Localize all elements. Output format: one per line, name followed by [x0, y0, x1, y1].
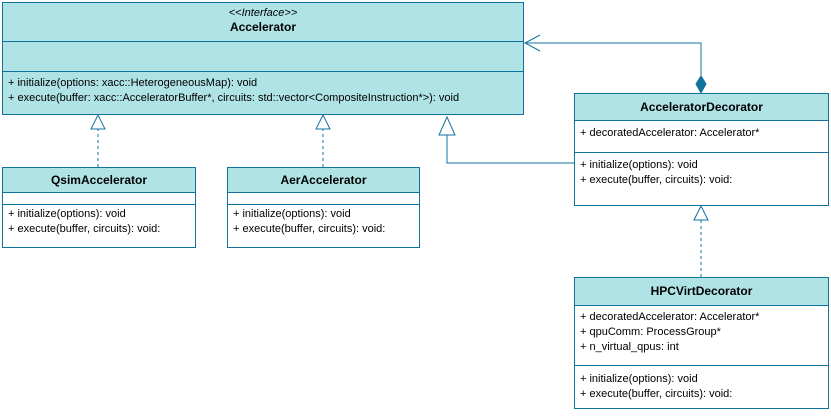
aer-accelerator-class: AerAccelerator + initialize(options): vo…	[227, 167, 420, 248]
aer-realization-arrowhead	[315, 113, 331, 130]
decorator-generalization-arrowhead	[438, 115, 456, 136]
qsim-accelerator-methods: + initialize(options): void + execute(bu…	[3, 205, 195, 239]
qsim-method-execute: + execute(buffer, circuits): void:	[8, 223, 161, 235]
aer-accelerator-class-name: AerAccelerator	[280, 173, 367, 187]
qsim-accelerator-class: QsimAccelerator + initialize(options): v…	[2, 167, 196, 248]
hpcvirt-decorator-class-name: HPCVirtDecorator	[650, 284, 753, 298]
accelerator-decorator-class-header: AcceleratorDecorator	[575, 94, 828, 121]
hpcvirt-decorator-class-header: HPCVirtDecorator	[575, 278, 828, 306]
accelerator-stereotype: <<Interface>>	[228, 7, 298, 19]
accelerator-class-header: <<Interface>> Accelerator	[3, 3, 523, 42]
accelerator-decorator-class-name: AcceleratorDecorator	[640, 100, 763, 114]
aer-accelerator-class-header: AerAccelerator	[228, 168, 419, 193]
accelerator-decorator-class: AcceleratorDecorator + decoratedAccelera…	[574, 93, 829, 206]
qsim-method-initialize: + initialize(options): void	[8, 208, 126, 220]
qsim-accelerator-attributes	[3, 193, 195, 205]
hpcvirt-decorator-class: HPCVirtDecorator + decoratedAccelerator:…	[574, 277, 829, 409]
accelerator-decorator-methods: + initialize(options): void + execute(bu…	[575, 153, 828, 190]
accelerator-class: <<Interface>> Accelerator + initialize(o…	[2, 2, 524, 115]
qsim-accelerator-class-header: QsimAccelerator	[3, 168, 195, 193]
decorator-method-execute: + execute(buffer, circuits): void:	[580, 174, 733, 186]
aer-accelerator-methods: + initialize(options): void + execute(bu…	[228, 205, 419, 239]
accelerator-class-name: Accelerator	[229, 20, 297, 34]
hpcvirt-attribute-qpu-comm: + qpuComm: ProcessGroup*	[580, 326, 721, 338]
hpcvirt-decorator-attributes: + decoratedAccelerator: Accelerator* + q…	[575, 306, 828, 366]
hpcvirt-method-execute: + execute(buffer, circuits): void:	[580, 388, 733, 400]
hpcvirt-decorator-methods: + initialize(options): void + execute(bu…	[575, 366, 828, 404]
aer-method-execute: + execute(buffer, circuits): void:	[233, 223, 386, 235]
decorator-attribute-decorated-accelerator: + decoratedAccelerator: Accelerator*	[580, 127, 760, 139]
hpcvirt-attribute-decorated-accelerator: + decoratedAccelerator: Accelerator*	[580, 311, 760, 323]
hpcvirt-realization-arrowhead	[693, 204, 709, 221]
decorator-composition-diamond	[695, 75, 707, 95]
decorator-composition-line	[525, 42, 702, 76]
decorator-method-initialize: + initialize(options): void	[580, 159, 698, 171]
aer-accelerator-attributes	[228, 193, 419, 205]
accelerator-decorator-attributes: + decoratedAccelerator: Accelerator*	[575, 121, 828, 153]
qsim-realization-arrowhead	[90, 113, 106, 130]
accelerator-attributes	[3, 42, 523, 72]
hpcvirt-method-initialize: + initialize(options): void	[580, 373, 698, 385]
accelerator-method-execute: + execute(buffer: xacc::AcceleratorBuffe…	[8, 92, 460, 104]
decorator-composition-open-arrow	[523, 34, 541, 52]
decorator-generalization-line	[446, 135, 574, 164]
hpcvirt-attribute-n-virtual-qpus: + n_virtual_qpus: int	[580, 341, 679, 353]
accelerator-method-initialize: + initialize(options: xacc::Heterogeneou…	[8, 77, 258, 89]
accelerator-methods: + initialize(options: xacc::Heterogeneou…	[3, 72, 523, 114]
aer-method-initialize: + initialize(options): void	[233, 208, 351, 220]
qsim-accelerator-class-name: QsimAccelerator	[50, 173, 148, 187]
